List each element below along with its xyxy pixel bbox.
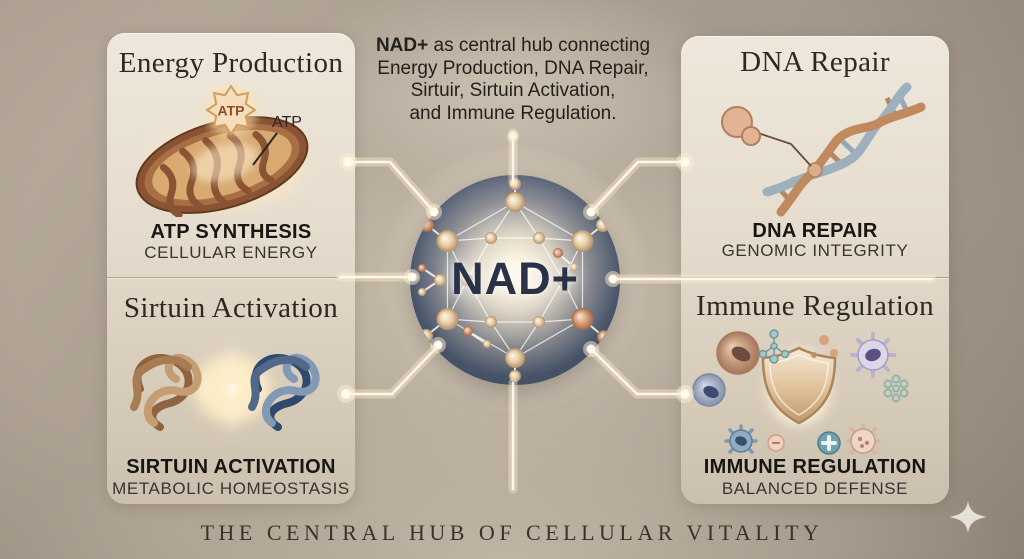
atp-badge-label: ATP xyxy=(218,103,245,119)
energy-heading: ATP SYNTHESIS xyxy=(150,221,312,243)
right-panel-divider xyxy=(681,277,949,278)
immune-title: Immune Regulation xyxy=(696,290,934,322)
hub-label: NAD+ xyxy=(451,253,579,304)
atp-starburst-icon: ATP xyxy=(204,83,258,137)
header-line-1: NAD+ as central hub connecting xyxy=(333,35,693,58)
nad-molecule-icon xyxy=(418,178,611,382)
left-panel: Energy Production xyxy=(107,33,355,504)
immune-shield-icon xyxy=(692,329,909,455)
dna-heading: DNA REPAIR xyxy=(752,220,878,242)
energy-title: Energy Production xyxy=(118,47,344,79)
right-panel: DNA Repair DNA REPAIR GENOMIC INTEGRITY … xyxy=(681,36,949,504)
dna-helix-icon xyxy=(721,82,926,217)
header-bold-term: NAD+ xyxy=(375,35,429,56)
sirtuin-subheading: METABOLIC HOMEOSTASIS xyxy=(112,479,350,498)
dna-subheading: GENOMIC INTEGRITY xyxy=(721,241,909,260)
glow-nodes xyxy=(337,130,694,403)
header-caption: NAD+ as central hub connecting Energy Pr… xyxy=(333,35,693,125)
atp-annotation-label: ATP xyxy=(272,114,302,131)
sirtuin-proteins-icon xyxy=(130,345,320,433)
left-panel-divider xyxy=(107,277,355,278)
header-line-3: Sirtuir, Sirtuin Activation, xyxy=(410,80,616,101)
immune-subheading: BALANCED DEFENSE xyxy=(721,479,909,498)
footer-caption: THE CENTRAL HUB OF CELLULAR VITALITY xyxy=(200,520,824,545)
immune-heading: IMMUNE REGULATION xyxy=(703,456,927,478)
header-line-4: and Immune Regulation. xyxy=(409,102,617,124)
header-line-2: Energy Production, DNA Repair, xyxy=(377,57,649,79)
sirtuin-heading: SIRTUIN ACTIVATION xyxy=(126,456,336,478)
mitochondria-icon: ATP ATP xyxy=(135,83,309,217)
sirtuin-title: Sirtuin Activation xyxy=(123,292,339,324)
atp-pointer-line xyxy=(252,132,278,166)
header-line-1-rest: as central hub connecting xyxy=(428,35,651,56)
sparkle-icon xyxy=(949,501,987,533)
dna-title: DNA Repair xyxy=(740,46,890,78)
energy-subheading: CELLULAR ENERGY xyxy=(144,243,318,262)
